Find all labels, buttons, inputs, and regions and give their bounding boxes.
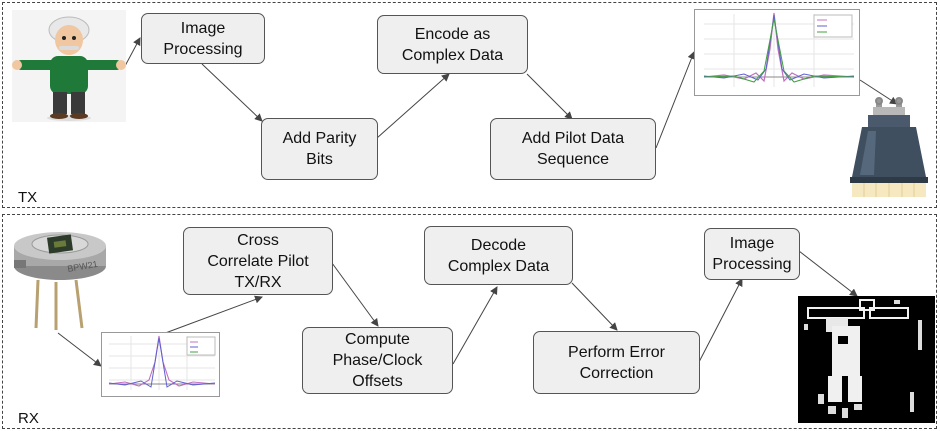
add-pilot-sequence-box: Add Pilot Data Sequence [490,118,656,180]
cross-correlate-label: Cross Correlate Pilot TX/RX [207,231,309,291]
photodiode-sensor-icon: BPW21 [14,232,106,330]
compute-offsets-box: Compute Phase/Clock Offsets [302,327,453,394]
led-lamp-transmitter-icon [850,97,928,197]
decode-complex-data-box: Decode Complex Data [424,226,573,285]
error-correction-label: Perform Error Correction [568,343,665,382]
decode-complex-data-label: Decode Complex Data [447,236,550,275]
cartoon-character-icon [12,10,126,122]
rx-panel [2,214,937,429]
cross-correlate-box: Cross Correlate Pilot TX/RX [183,227,333,295]
tx-image-processing-box: Image Processing [141,13,265,64]
error-correction-box: Perform Error Correction [533,331,700,394]
tx-label: TX [18,189,38,206]
encode-complex-data-box: Encode as Complex Data [377,15,528,74]
tx-image-processing-label: Image Processing [163,19,243,58]
rx-label: RX [18,410,39,427]
add-pilot-sequence-label: Add Pilot Data Sequence [521,130,625,168]
compute-offsets-label: Compute Phase/Clock Offsets [332,331,423,390]
rx-image-processing-box: Image Processing [704,228,800,280]
tx-panel [2,2,937,208]
tx-correlation-plot-icon [694,9,860,96]
rx-correlation-plot-icon [101,332,220,397]
encode-complex-data-label: Encode as Complex Data [401,25,504,64]
add-parity-bits-label: Add Parity Bits [282,130,357,168]
rx-image-processing-label: Image Processing [712,235,792,273]
binary-image-output-icon [798,296,935,423]
add-parity-bits-box: Add Parity Bits [261,118,378,180]
